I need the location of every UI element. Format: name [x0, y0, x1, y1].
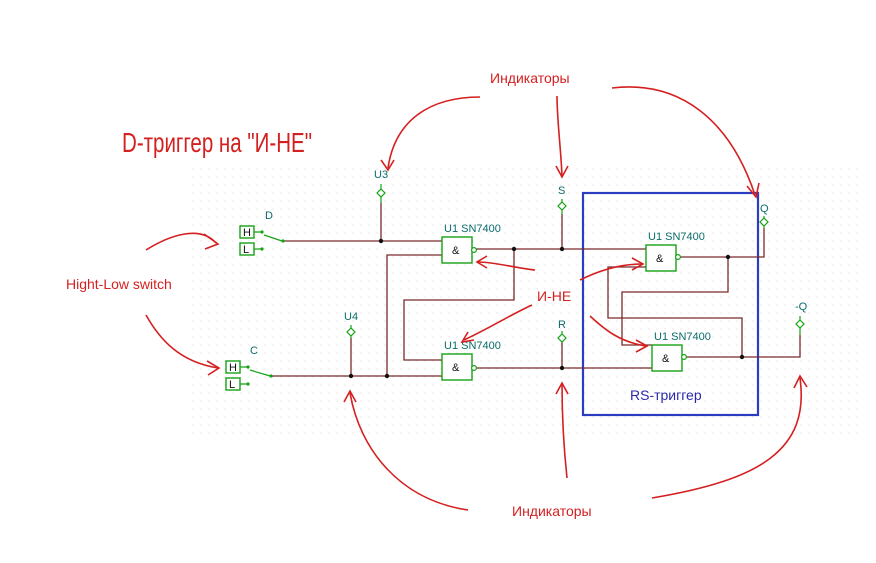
probe-nq-label: -Q: [795, 301, 808, 313]
wire-junctions: [348, 238, 745, 379]
probe-u4-label: U4: [344, 311, 358, 323]
gate-3-label: U1 SN7400: [648, 231, 705, 243]
gate-3-symbol: &: [656, 253, 664, 265]
annotation-arrows: [145, 86, 808, 511]
probe-s-label: S: [558, 185, 565, 197]
switch-c-label: C: [250, 345, 258, 357]
switch-c-low-label: L: [229, 379, 235, 391]
probe-r-label: R: [558, 319, 566, 331]
probe-nq[interactable]: -Q: [795, 301, 808, 335]
probe-q[interactable]: Q: [759, 203, 769, 228]
page-title: D-триггер на "И-НЕ": [122, 127, 312, 158]
probe-s[interactable]: S: [557, 185, 567, 214]
switch-annotation-label: Hight-Low switch: [66, 276, 172, 292]
switch-d-high-label: H: [243, 227, 251, 239]
nand-gate-3[interactable]: U1 SN7400 &: [645, 231, 705, 272]
probe-r[interactable]: R: [557, 319, 567, 343]
gate-2-label: U1 SN7400: [444, 340, 501, 352]
schematic-grid: [192, 168, 864, 440]
probe-q-label: Q: [760, 203, 769, 215]
switch-c[interactable]: H L C: [225, 345, 273, 391]
nand-gate-1[interactable]: U1 SN7400 &: [441, 223, 501, 264]
switch-d-label: D: [265, 210, 273, 222]
indicators-bottom-label: Индикаторы: [512, 503, 592, 519]
nand-annotation-label: И-НЕ: [537, 288, 571, 304]
gate-2-symbol: &: [452, 362, 460, 374]
nand-gate-4[interactable]: U1 SN7400 &: [651, 331, 711, 372]
nand-gate-2[interactable]: U1 SN7400 &: [441, 340, 501, 381]
probe-u3[interactable]: U3: [374, 169, 388, 203]
probe-u4[interactable]: U4: [344, 311, 358, 338]
indicators-top-label: Индикаторы: [490, 70, 570, 86]
rs-trigger-box: [581, 191, 760, 417]
probe-u3-label: U3: [374, 169, 388, 181]
switch-d-low-label: L: [243, 244, 249, 256]
switch-d[interactable]: H L D: [239, 210, 285, 256]
rs-trigger-label: RS-триггер: [630, 387, 702, 403]
gate-1-label: U1 SN7400: [444, 223, 501, 235]
gate-1-symbol: &: [452, 245, 460, 257]
gate-4-symbol: &: [662, 353, 670, 365]
gate-4-label: U1 SN7400: [654, 331, 711, 343]
switch-c-high-label: H: [229, 362, 237, 374]
